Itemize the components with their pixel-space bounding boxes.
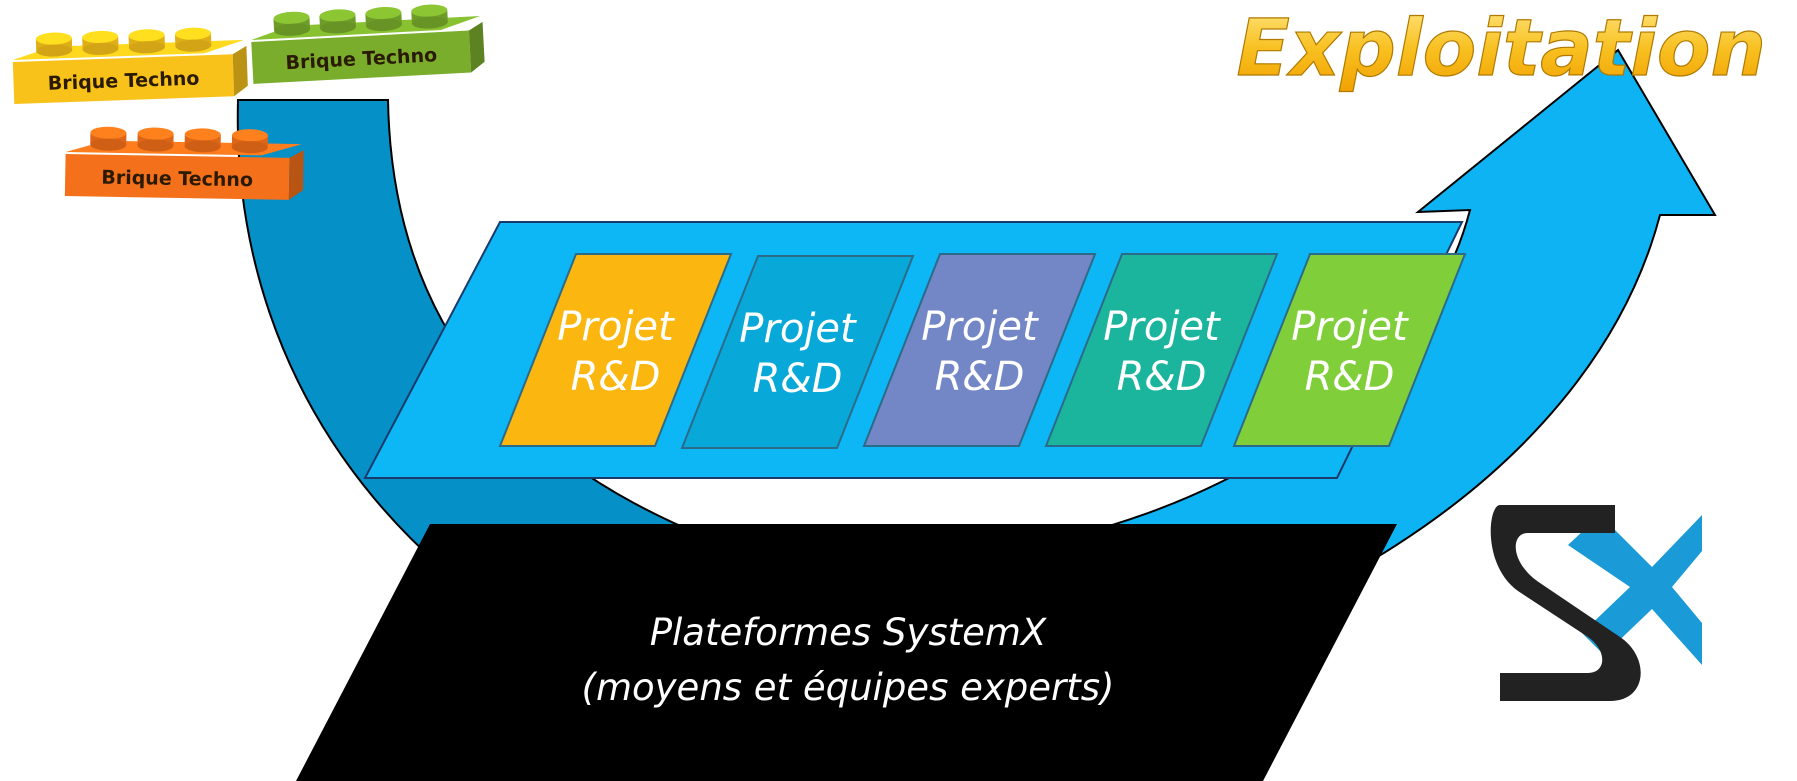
lego-brick: Brique Techno: [12, 27, 248, 104]
logo-x-shape: [1568, 515, 1702, 665]
platform-block: [296, 524, 1397, 781]
lego-brick: Brique Techno: [64, 126, 304, 200]
logo-s-shape: [1490, 505, 1641, 701]
project-label-line2: R&D: [1117, 354, 1207, 400]
project-shape: [498, 253, 733, 447]
exploitation-title: Exploitation: [1236, 4, 1766, 94]
project-shape: [680, 255, 915, 449]
project-label-line1: Projet: [557, 304, 675, 350]
project-label-line1: Projet: [739, 306, 857, 352]
project-label-line1: Projet: [921, 304, 1039, 350]
brick-label: Brique Techno: [101, 167, 253, 192]
project-label-line1: Projet: [1103, 304, 1221, 350]
project-label-line1: Projet: [1291, 304, 1409, 350]
project-shape: [1044, 253, 1279, 447]
project-shape: [1232, 253, 1467, 447]
project-shape: [862, 253, 1097, 447]
systemx-logo: [1490, 505, 1702, 701]
project-label-line2: R&D: [571, 354, 661, 400]
platform-subtitle: (moyens et équipes experts): [582, 666, 1115, 709]
brick-label: Brique Techno: [47, 67, 199, 94]
project-label-line2: R&D: [1305, 354, 1395, 400]
project-label-line2: R&D: [753, 356, 843, 402]
platform-title: Plateformes SystemX: [650, 611, 1048, 654]
lego-brick: Brique Techno: [251, 4, 485, 84]
project-label-line2: R&D: [935, 354, 1025, 400]
